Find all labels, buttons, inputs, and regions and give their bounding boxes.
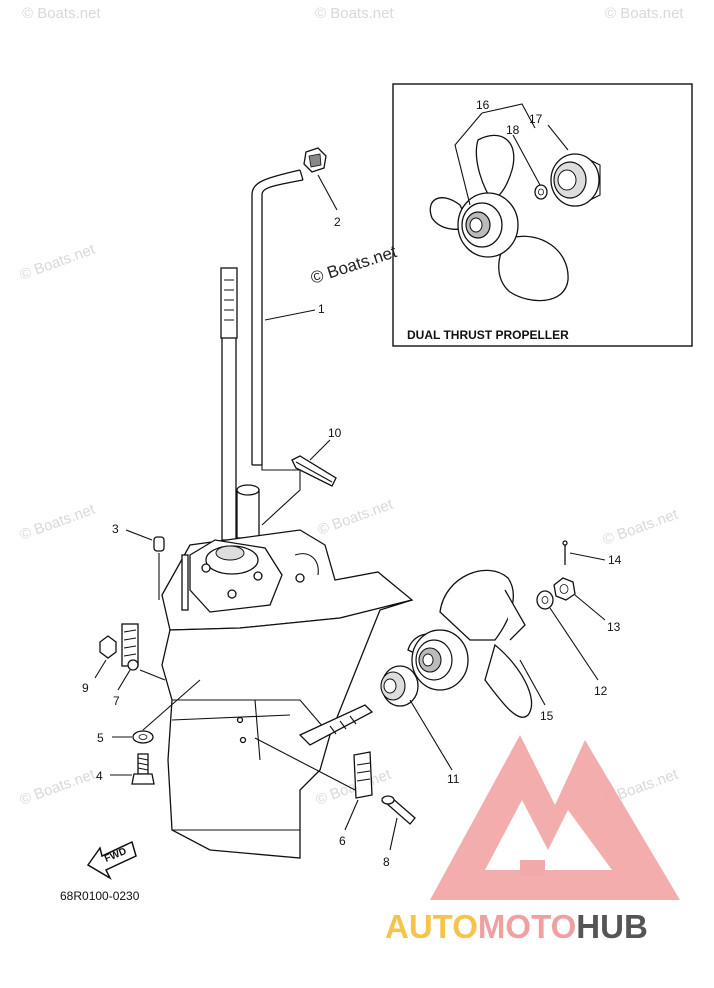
callout-18: 18	[506, 123, 520, 137]
callout-8: 8	[383, 855, 390, 869]
watermark: © Boats.net	[605, 5, 684, 22]
callout-2: 2	[334, 215, 341, 229]
thrust-holder-part-11	[380, 665, 419, 707]
dual-thrust-propeller-inset: 16 18 17 DUAL THRUST PROPELLER © Boats.n…	[308, 83, 693, 347]
nut-part-13	[553, 577, 576, 601]
watermark: © Boats.net	[314, 766, 394, 809]
fwd-arrow-icon: FWD	[86, 840, 137, 880]
watermark: © Boats.net	[316, 496, 396, 539]
callout-4: 4	[96, 769, 103, 783]
watermark: © Boats.net	[18, 766, 98, 809]
watermark: © Boats.net	[18, 241, 98, 284]
watermark: © Boats.net	[601, 506, 681, 549]
diagram-code: 68R0100-0230	[60, 889, 140, 903]
brand-hub: HUB	[576, 908, 648, 945]
cotter-pin-part-14	[562, 540, 568, 565]
inset-title: DUAL THRUST PROPELLER	[407, 328, 569, 342]
nut-part-2	[303, 147, 327, 173]
screw-part-8	[381, 795, 416, 825]
propeller-part-15	[407, 569, 533, 718]
inset-blade-top	[475, 134, 515, 201]
watermark: © Boats.net	[22, 5, 101, 22]
callout-13: 13	[607, 620, 621, 634]
washer-part-5	[132, 730, 154, 744]
brand-auto: AUTO	[385, 908, 478, 945]
bolt-part-4	[131, 753, 155, 785]
automotohub-logo: AUTOMOTOHUB	[385, 735, 680, 945]
callout-7: 7	[113, 694, 120, 708]
nut-part-9	[99, 635, 117, 659]
callout-9: 9	[82, 681, 89, 695]
callout-14: 14	[608, 553, 622, 567]
callout-10: 10	[328, 426, 342, 440]
inset-watermark: © Boats.net	[308, 242, 399, 288]
brand-wordmark: AUTOMOTOHUB	[385, 908, 648, 945]
anode-part-7	[121, 623, 139, 671]
shift-rod-collar	[236, 484, 260, 539]
drive-shaft	[220, 267, 238, 541]
dowel-pin-part-3	[153, 536, 165, 552]
watermark: © Boats.net	[315, 5, 394, 22]
callout-15: 15	[540, 709, 554, 723]
seal-part-10	[291, 455, 337, 487]
callout-12: 12	[594, 684, 608, 698]
callout-17: 17	[529, 112, 543, 126]
callout-3: 3	[112, 522, 119, 536]
callout-1: 1	[318, 302, 325, 316]
shift-rod	[251, 169, 304, 466]
lower-casing	[161, 529, 414, 859]
washer-part-12	[536, 590, 554, 610]
callout-11: 11	[447, 772, 460, 786]
watermark: © Boats.net	[18, 501, 98, 544]
callout-6: 6	[339, 834, 346, 848]
callout-5: 5	[97, 731, 104, 745]
callout-16: 16	[476, 98, 490, 112]
brand-moto: MOTO	[478, 908, 576, 945]
inset-blade-bottom	[498, 235, 569, 302]
anode-part-6	[353, 751, 373, 799]
